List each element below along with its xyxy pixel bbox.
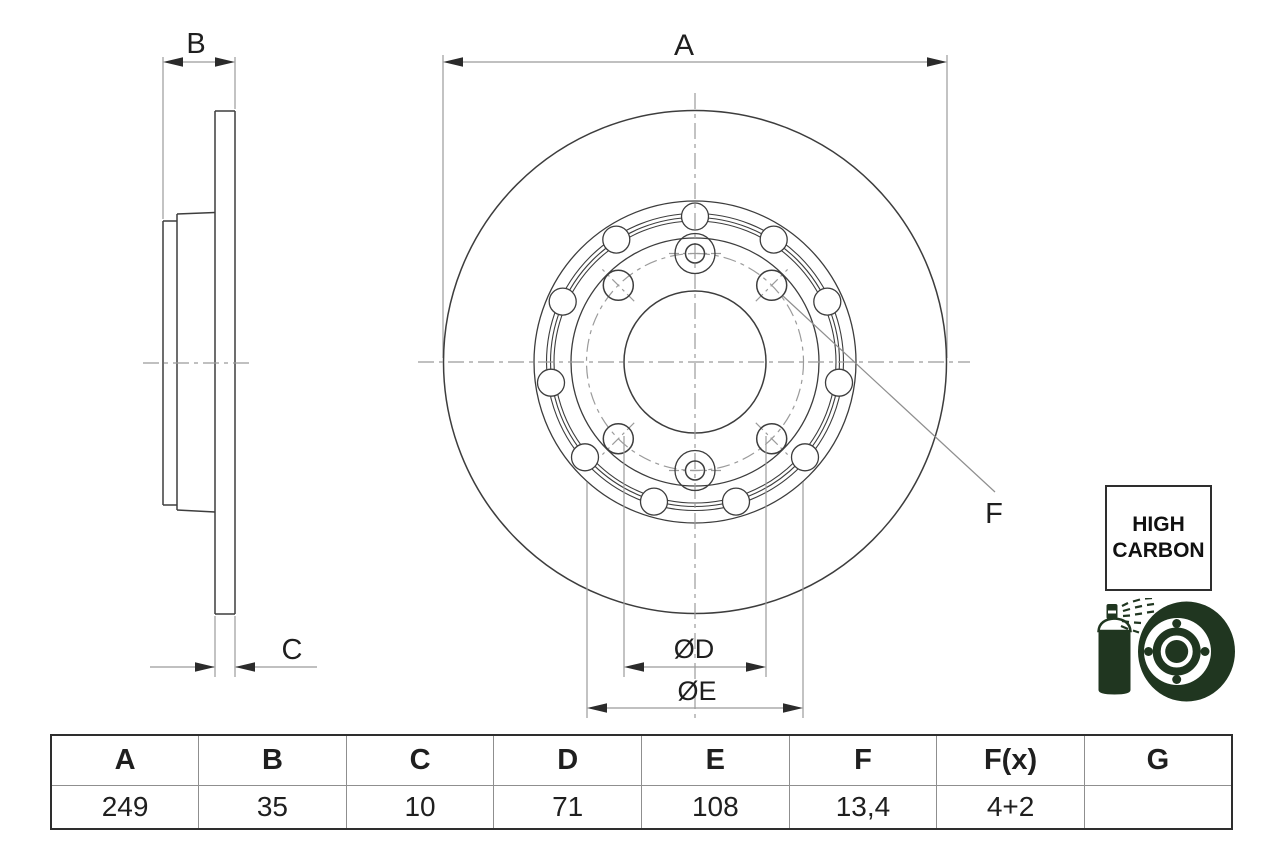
spray-can <box>1097 604 1132 695</box>
hat-top-face <box>176 211 216 215</box>
arrowhead-right <box>927 57 947 67</box>
callout-f: F <box>782 295 1003 530</box>
value-fx: 4+2 <box>936 785 1085 830</box>
rim-scallop-holes <box>536 202 854 516</box>
disc-hub-ring <box>1152 627 1201 676</box>
value-a: 249 <box>50 785 200 830</box>
wheel-bolt-hole <box>755 269 788 302</box>
dimension-b: B <box>163 28 235 67</box>
dim-label-f: F <box>985 498 1003 530</box>
arrowhead-left <box>587 703 607 713</box>
value-c: 10 <box>345 785 495 830</box>
header-c: C <box>345 734 495 786</box>
dim-label-d: ØD <box>674 634 715 664</box>
hat-bottom-face <box>176 509 216 513</box>
rim-hole <box>602 225 631 254</box>
side-extension-lines <box>162 57 236 677</box>
rim-hole <box>639 487 669 516</box>
table-header-row: A B C D E F F(x) G <box>50 734 1233 786</box>
dimension-c: C <box>150 634 317 672</box>
spray-mist <box>1120 598 1155 634</box>
rim-hole <box>548 287 577 316</box>
arrowhead-left <box>195 662 215 672</box>
setscrew-boss <box>674 232 716 275</box>
rim-hole <box>824 368 854 397</box>
rim-hole <box>570 443 600 472</box>
dimension-a: A <box>443 29 947 67</box>
wheel-bolt-hole <box>602 422 635 455</box>
header-fx: F(x) <box>936 734 1085 786</box>
badge-line-1: HIGH <box>1132 513 1185 536</box>
centerlines <box>418 93 970 722</box>
dimension-d: ØD <box>623 436 767 677</box>
value-e: 108 <box>641 785 790 830</box>
rim-hole <box>721 487 751 516</box>
table-value-row: 249 35 10 71 108 13,4 4+2 <box>50 785 1233 830</box>
header-f: F <box>788 734 938 786</box>
rim-hole <box>759 225 788 254</box>
setscrew-hole <box>684 243 706 264</box>
can-body <box>1098 631 1131 695</box>
rim-hole <box>813 287 842 316</box>
arrowhead-left <box>163 57 183 67</box>
dim-label-c: C <box>282 634 303 666</box>
arrowhead-right <box>215 57 235 67</box>
dimension-e: ØE <box>586 482 804 718</box>
front-view: A ØD ØE F <box>418 29 1003 722</box>
value-f: 13,4 <box>788 785 938 830</box>
header-b: B <box>198 734 347 786</box>
arrowhead-right <box>783 703 803 713</box>
value-b: 35 <box>198 785 347 830</box>
wheel-bolt-hole <box>602 269 635 302</box>
can-nozzle-band <box>1108 610 1116 614</box>
technical-drawing-canvas: B C <box>143 28 1003 722</box>
coated-disc-spray-icon <box>1097 598 1235 702</box>
wheel-bolt-holes <box>602 269 788 455</box>
header-a: A <box>50 734 200 786</box>
disc-bore <box>1165 640 1189 663</box>
badge-line-2: CARBON <box>1112 539 1205 562</box>
wheel-bolt-hole <box>755 422 788 455</box>
disc-bolt-holes <box>1144 619 1210 684</box>
leader-line-f <box>782 295 996 493</box>
setscrew-boss <box>674 449 716 492</box>
arrowhead-left <box>624 662 644 672</box>
dim-label-a: A <box>674 29 694 62</box>
arrowhead-right <box>235 662 255 672</box>
dim-label-b: B <box>186 28 205 60</box>
side-view: B C <box>143 28 317 677</box>
set-screw-holes <box>674 232 716 492</box>
rim-hole <box>790 443 820 472</box>
arrowhead-left <box>443 57 463 67</box>
high-carbon-badge: HIGH CARBON <box>1105 485 1212 591</box>
header-e: E <box>641 734 790 786</box>
coated-disc <box>1138 601 1235 702</box>
header-g: G <box>1083 734 1233 786</box>
value-d: 71 <box>493 785 642 830</box>
header-d: D <box>493 734 642 786</box>
setscrew-hole <box>684 460 706 481</box>
dim-label-e: ØE <box>677 676 716 706</box>
arrowhead-right <box>746 662 766 672</box>
value-g <box>1083 785 1233 830</box>
rim-hole <box>536 368 566 397</box>
dimension-table: A B C D E F F(x) G 249 35 10 71 108 13,4… <box>50 734 1233 830</box>
